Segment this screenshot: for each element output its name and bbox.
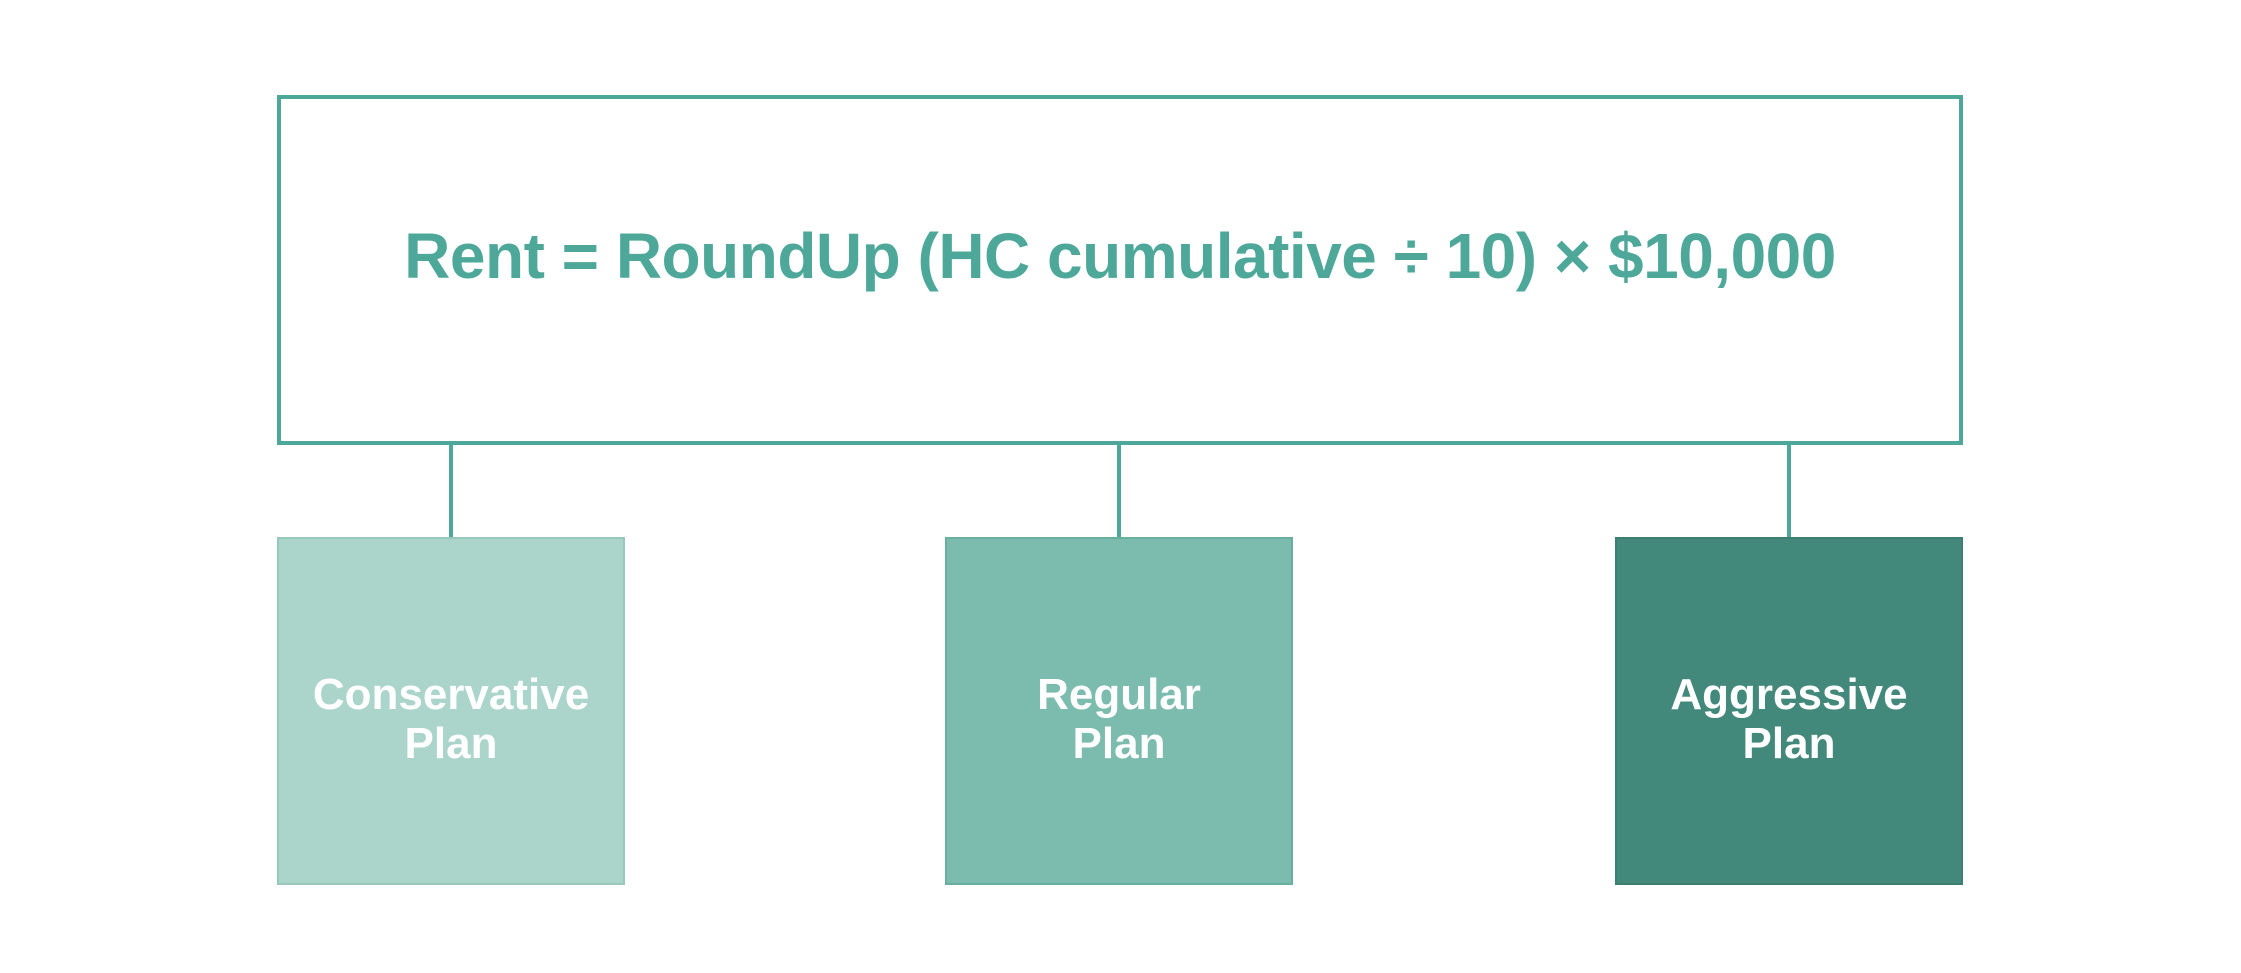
connector-line-regular — [1117, 443, 1121, 537]
plan-box-regular: Regular Plan — [945, 537, 1293, 885]
plan-label-aggressive: Aggressive Plan — [1670, 669, 1908, 768]
plan-label-regular: Regular Plan — [1037, 669, 1201, 768]
plan-label-conservative: Conservative Plan — [312, 669, 590, 768]
formula-text: Rent = RoundUp (HC cumulative ÷ 10) × $1… — [404, 220, 1836, 292]
connector-line-aggressive — [1787, 443, 1791, 537]
plan-box-aggressive: Aggressive Plan — [1615, 537, 1963, 885]
formula-box: Rent = RoundUp (HC cumulative ÷ 10) × $1… — [277, 95, 1963, 445]
connector-line-conservative — [449, 443, 453, 537]
plan-box-conservative: Conservative Plan — [277, 537, 625, 885]
